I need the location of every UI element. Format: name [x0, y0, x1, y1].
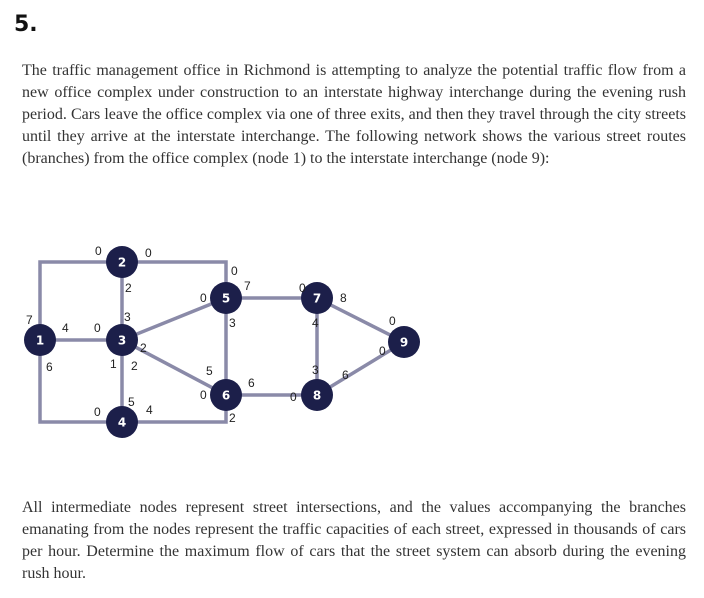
cap-3-4: 5	[128, 395, 135, 409]
cap-2-5: 0	[145, 246, 152, 260]
cap-8-9: 6	[342, 368, 349, 382]
cap-1-3: 4	[62, 321, 69, 335]
cap-5-7-start: 0	[200, 291, 207, 305]
edge-3-6	[121, 338, 227, 397]
cap-5-7: 7	[244, 279, 251, 293]
node-8: 8	[301, 379, 333, 411]
cap-2-1: 0	[95, 244, 102, 258]
edge-8-9	[316, 340, 405, 397]
node-5-label: 5	[222, 292, 230, 306]
edge-3-5	[121, 296, 227, 342]
node-8-label: 8	[313, 389, 321, 403]
cap-3-5: 2	[140, 341, 147, 355]
edge-4-6	[122, 395, 228, 424]
cap-6-8: 6	[248, 376, 255, 390]
cap-4-7: 4	[146, 403, 153, 417]
edge-7-9	[316, 296, 405, 344]
cap-7-8: 3	[312, 363, 319, 377]
edge-2-5	[122, 260, 228, 298]
cap-6-4: 2	[229, 411, 236, 425]
problem-question-text: All intermediate nodes represent street …	[22, 499, 686, 582]
cap-1-4: 6	[46, 360, 53, 374]
cap-2-3: 2	[125, 281, 132, 295]
node-7: 7	[301, 282, 333, 314]
cap-6-5: 0	[200, 388, 207, 402]
cap-5-6: 5	[206, 364, 213, 378]
node-2-label: 2	[118, 256, 126, 270]
edge-1-2	[38, 260, 122, 340]
node-3: 3	[106, 324, 138, 356]
cap-8-7: 4	[312, 316, 319, 330]
cap-9-8: 0	[379, 344, 386, 358]
cap-9-7: 0	[389, 314, 396, 328]
node-1-label: 1	[36, 334, 44, 348]
cap-8-6: 0	[290, 390, 297, 404]
node-2: 2	[106, 246, 138, 278]
cap-7-4: 0	[299, 281, 306, 295]
node-7-label: 7	[313, 292, 321, 306]
node-3-label: 3	[118, 334, 126, 348]
node-9-label: 9	[400, 336, 408, 350]
cap-3-6: 2	[131, 359, 138, 373]
node-9: 9	[388, 326, 420, 358]
node-5: 5	[210, 282, 242, 314]
node-1: 1	[24, 324, 56, 356]
cap-5-3: 3	[229, 316, 236, 330]
cap-4-2: 0	[94, 405, 101, 419]
cap-3-1: 0	[94, 321, 101, 335]
cap-3-2: 3	[124, 310, 131, 324]
problem-intro-text: The traffic management office in Richmon…	[22, 62, 686, 167]
question-number: 5.	[14, 12, 38, 37]
cap-5-2: 0	[231, 264, 238, 278]
node-4-label: 4	[118, 416, 126, 430]
cap-7-9: 8	[340, 291, 347, 305]
edge-1-4	[38, 340, 122, 424]
node-6-label: 6	[222, 389, 230, 403]
cap-4-3: 1	[110, 357, 117, 371]
node-4: 4	[106, 406, 138, 438]
cap-1-2: 7	[26, 313, 33, 327]
node-6: 6	[210, 379, 242, 411]
network-diagram: 1 2 3 4 5 6 7 8 9 0 0 2 0 7 4 0 3 6 1 2 …	[24, 244, 420, 438]
